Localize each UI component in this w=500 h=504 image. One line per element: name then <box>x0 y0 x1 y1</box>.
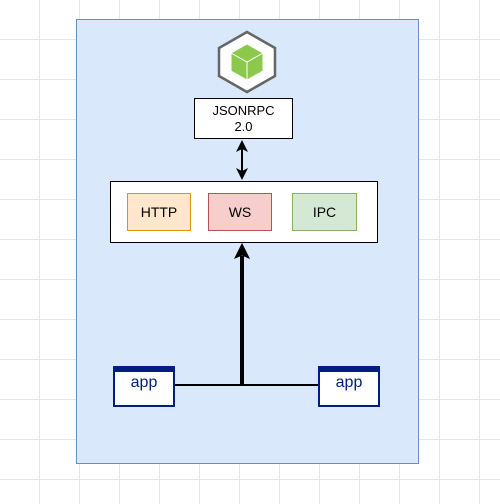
transport-ipc-label: IPC <box>312 204 337 220</box>
jsonrpc-arrow-head-up <box>236 140 248 152</box>
transport-ws-label: WS <box>228 204 252 220</box>
transport-ws: WS <box>208 193 272 231</box>
nodejs-hexagon-icon <box>216 30 278 94</box>
transport-http-label: HTTP <box>140 204 178 220</box>
app-window-right: app <box>318 366 380 407</box>
jsonrpc-label: JSONRPC 2.0 <box>212 102 275 134</box>
transport-http: HTTP <box>127 193 191 231</box>
app-right-label: app <box>335 374 363 391</box>
app-window-left: app <box>113 366 175 407</box>
jsonrpc-box: JSONRPC 2.0 <box>194 98 293 139</box>
app-to-ws-arrow-head <box>233 242 251 259</box>
transport-ipc: IPC <box>292 193 357 231</box>
transport-arrow-head-down <box>236 168 248 180</box>
app-left-label: app <box>130 374 158 391</box>
